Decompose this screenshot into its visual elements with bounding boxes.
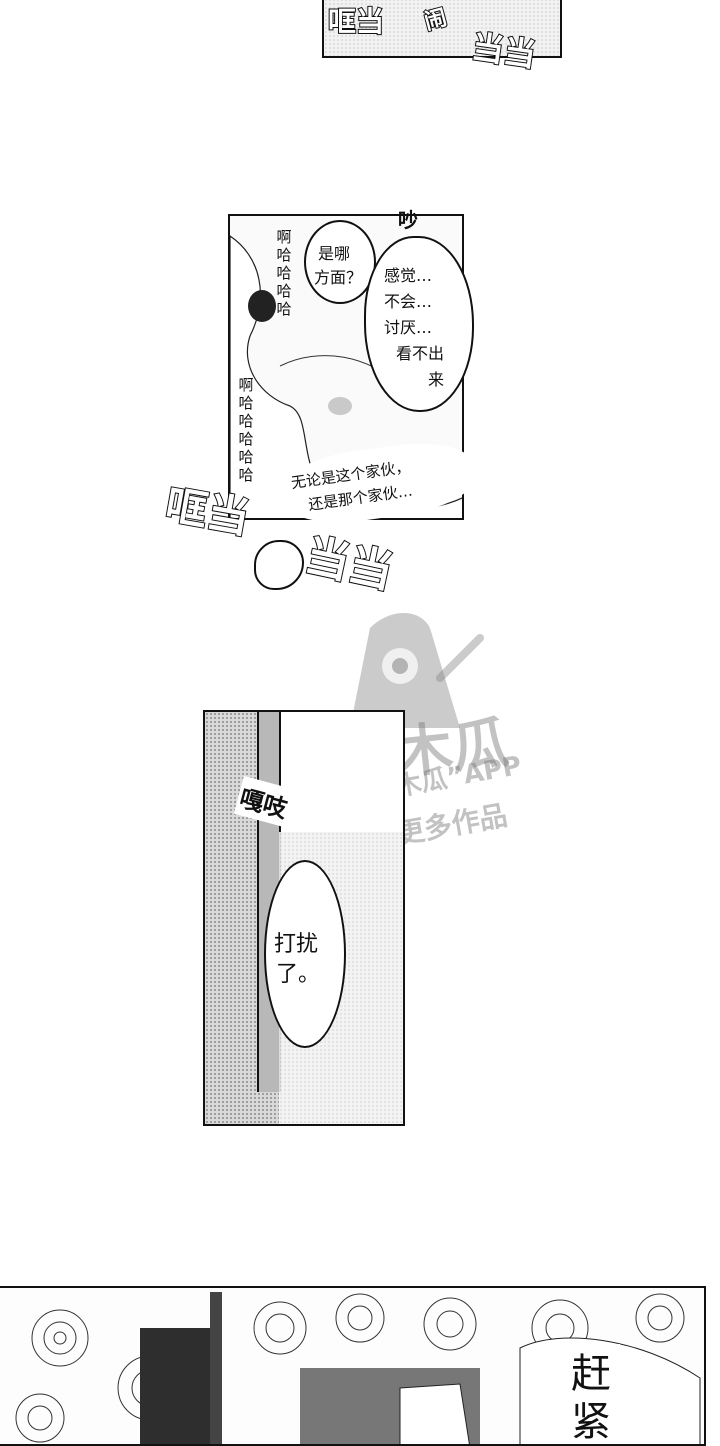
sfx-kuangdang-2: 哐当 [161,479,254,544]
laugh-text-2: 啊哈哈哈哈哈 [238,376,254,484]
puff-cloud [254,540,304,590]
apology-line-2: 了。 [276,962,321,987]
apology-line-1: 打扰 [274,932,319,957]
feeling-line-3: 讨厌… [384,318,433,337]
vertical-text: 赶紧 [571,1351,611,1445]
apology-bubble: 打扰 了。 [264,860,346,1048]
top-panel: 哐当 闹 [322,0,562,58]
rose-panel: 赶紧 [0,1286,706,1446]
question-line-1: 是哪 [318,244,351,263]
feeling-line-5: 来 [428,370,445,389]
sfx-chao: 吵 [398,208,418,232]
sfx-nao: 闹 [421,4,451,36]
question-bubble: 是哪 方面？ [304,220,376,304]
feeling-line-1: 感觉… [384,266,433,285]
sfx-dangdang-top: 当当 [468,27,539,76]
vertical-text-box: 赶紧 [562,1344,620,1445]
sfx-dangdang-2: 当当 [300,529,399,599]
question-line-2: 方面？ [314,268,363,287]
laugh-text-1: 啊哈哈哈哈 [276,228,292,318]
feeling-bubble: 感觉… 不会… 讨厌… 看不出 来 [364,236,474,412]
feeling-line-2: 不会… [384,292,433,311]
mascot-watermark-icon [350,613,484,728]
sfx-kuangdang: 哐当 [327,4,385,39]
feeling-line-4: 看不出 [396,344,445,363]
